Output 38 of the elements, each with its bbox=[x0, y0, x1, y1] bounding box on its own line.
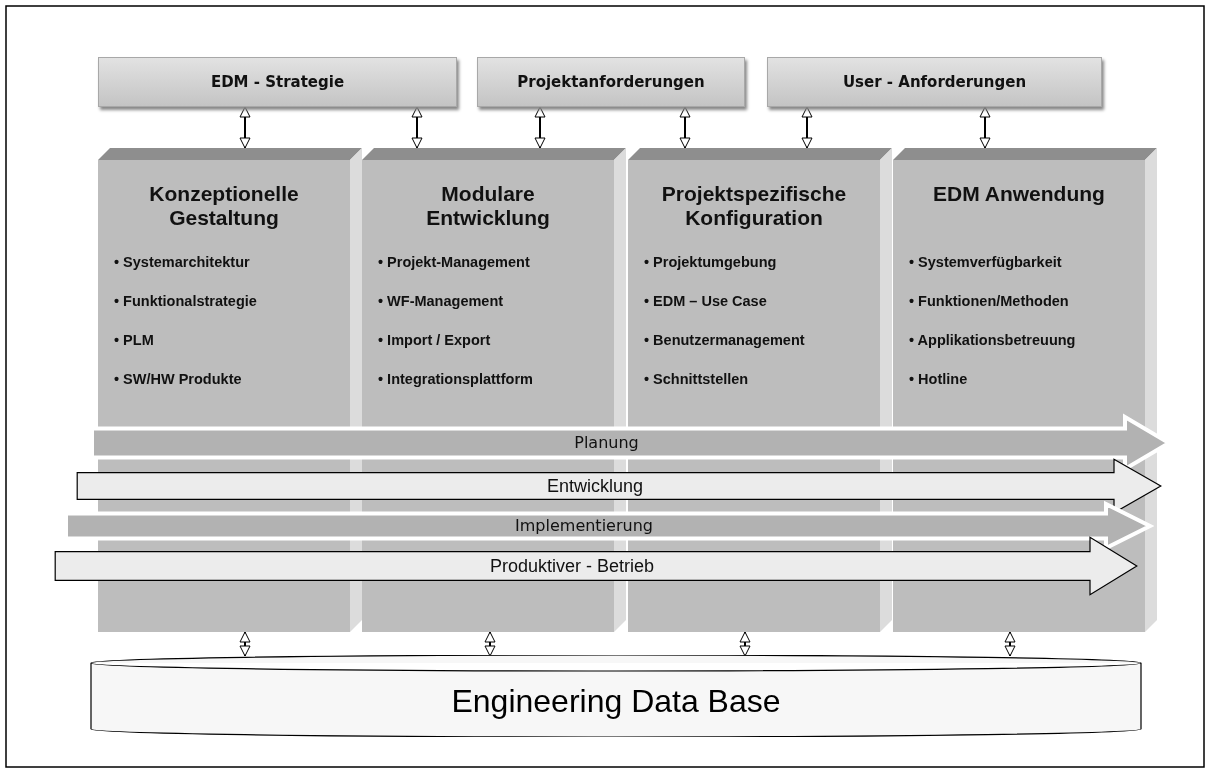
bullet-item: • Projektumgebung bbox=[644, 253, 778, 272]
bullet-item: • Applikationsbetreuung bbox=[909, 331, 1076, 350]
bullet-item: • Schnittstellen bbox=[644, 370, 750, 389]
bullet-item: • PLM bbox=[114, 331, 155, 350]
bullet-item: • Import / Export bbox=[378, 331, 492, 350]
double-arrow bbox=[239, 106, 251, 149]
requirement-box: Projektanforderungen bbox=[477, 57, 745, 107]
bullet-item: • Benutzermanagement bbox=[644, 331, 805, 350]
double-arrow bbox=[534, 106, 546, 149]
double-arrow bbox=[239, 631, 251, 657]
bullet-item: • Funktionen/Methoden bbox=[909, 292, 1070, 311]
requirement-box: EDM - Strategie bbox=[98, 57, 457, 107]
bullet-item: • SW/HW Produkte bbox=[114, 370, 243, 389]
double-arrow bbox=[979, 106, 991, 149]
phase-label: Entwicklung bbox=[545, 474, 644, 498]
column-heading: Projektspezifische Konfiguration bbox=[660, 182, 848, 230]
database-label: Engineering Data Base bbox=[450, 682, 782, 721]
phase-label: Produktiver - Betrieb bbox=[488, 554, 656, 578]
double-arrow bbox=[1004, 631, 1016, 657]
column-heading: Modulare Entwicklung bbox=[425, 182, 551, 230]
double-arrow bbox=[484, 631, 496, 657]
bullet-item: • Systemarchitektur bbox=[114, 253, 251, 272]
bullet-item: • Projekt-Management bbox=[378, 253, 531, 272]
bullet-item: • Hotline bbox=[909, 370, 969, 389]
bullet-item: • WF-Management bbox=[378, 292, 505, 311]
double-arrow bbox=[679, 106, 691, 149]
column-heading: EDM Anwendung bbox=[932, 182, 1106, 206]
double-arrow bbox=[801, 106, 813, 149]
bullet-item: • EDM – Use Case bbox=[644, 292, 768, 311]
double-arrow bbox=[739, 631, 751, 657]
phase-label: Implementierung bbox=[514, 516, 654, 536]
bullet-item: • Funktionalstrategie bbox=[114, 292, 257, 311]
bullet-item: • Integrationsplattform bbox=[378, 370, 533, 389]
phase-label: Planung bbox=[573, 433, 640, 453]
requirement-box: User - Anforderungen bbox=[767, 57, 1102, 107]
double-arrow bbox=[411, 106, 423, 149]
bullet-item: • Systemverfügbarkeit bbox=[909, 253, 1063, 272]
column-heading: Konzeptionelle Gestaltung bbox=[148, 182, 300, 230]
